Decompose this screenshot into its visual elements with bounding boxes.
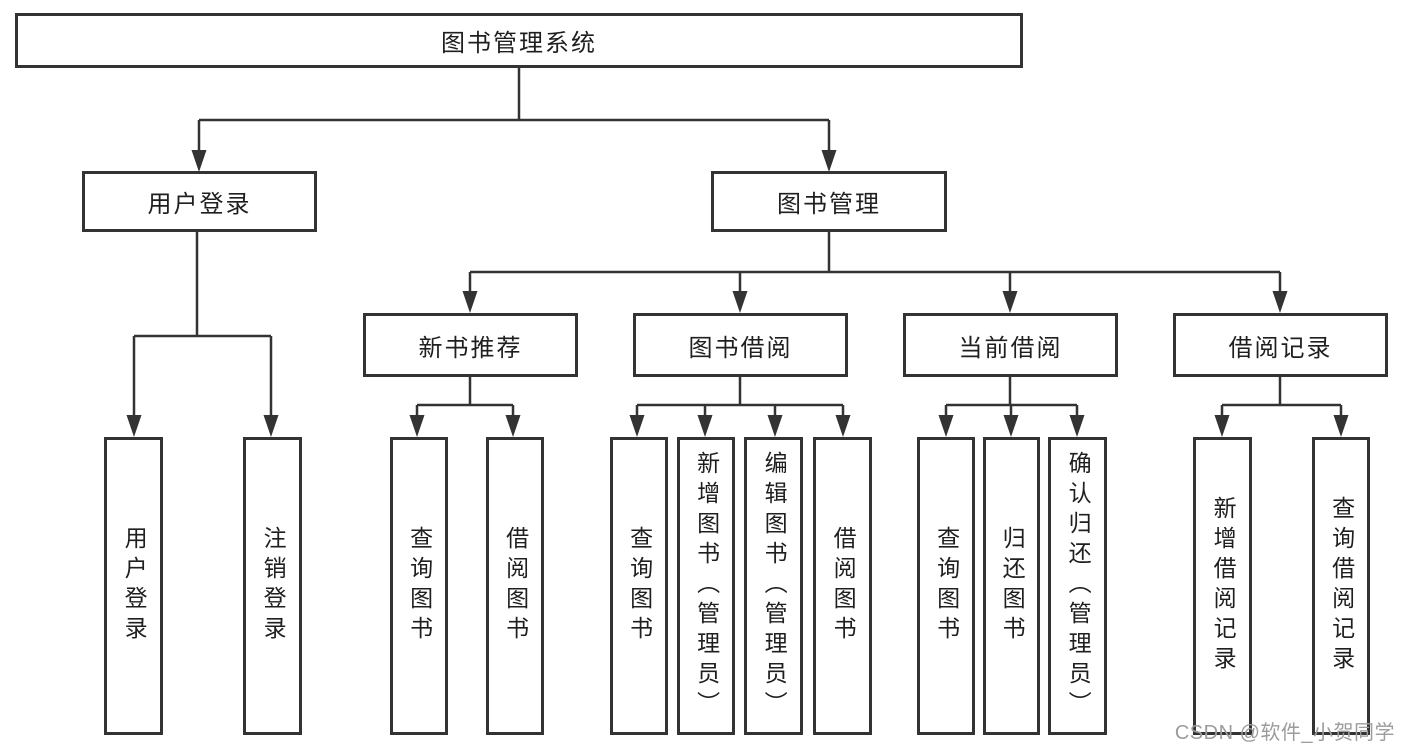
node-borrowing-records: 借阅记录 [1173,313,1388,377]
leaf-confirm-return-admin: 确认归还（管理员） [1048,437,1107,735]
leaf-add-borrow-record: 新增借阅记录 [1193,437,1252,735]
leaf-label: 新增借阅记录 [1210,496,1237,676]
leaf-query-books: 查询图书 [390,437,448,735]
leaf-label: 查询图书 [933,526,960,646]
arrowheads [126,150,1349,437]
leaf-label: 查询借阅记录 [1328,496,1355,676]
leaf-query-books: 查询图书 [610,437,668,735]
node-new-book-recommendation: 新书推荐 [363,313,578,377]
node-label: 借阅记录 [1228,334,1333,362]
leaf-label: 查询图书 [626,526,653,646]
leaf-query-books: 查询图书 [917,437,975,735]
node-label: 新书推荐 [418,334,523,362]
csdn-watermark: CSDN @软件_小贺同学 [1174,722,1395,744]
leaf-add-books-admin: 新增图书（管理员） [677,437,735,735]
leaf-edit-books-admin: 编辑图书（管理员） [744,437,803,735]
node-current-borrowing: 当前借阅 [903,313,1118,377]
node-label: 图书管理 [777,191,881,218]
node-label: 图书管理系统 [441,30,597,57]
leaf-return-books: 归还图书 [983,437,1040,735]
leaf-label: 注销登录 [260,526,287,646]
node-user-login: 用户登录 [82,171,317,232]
leaf-label: 新增图书（管理员） [693,451,720,721]
leaf-label: 借阅图书 [830,526,857,646]
leaf-label: 编辑图书（管理员） [761,451,788,721]
leaf-borrow-books: 借阅图书 [813,437,872,735]
leaf-label: 借阅图书 [502,526,529,646]
leaf-label: 查询图书 [406,526,433,646]
leaf-user-login: 用户登录 [104,437,163,735]
leaf-label: 确认归还（管理员） [1065,451,1092,721]
leaf-label: 归还图书 [999,526,1026,646]
leaf-query-borrow-record: 查询借阅记录 [1312,437,1370,735]
node-book-borrowing: 图书借阅 [633,313,848,377]
leaf-borrow-books: 借阅图书 [486,437,544,735]
node-library-management-system: 图书管理系统 [15,13,1023,68]
node-label: 用户登录 [147,191,252,218]
node-label: 图书借阅 [688,334,793,362]
leaf-logout: 注销登录 [243,437,302,735]
node-label: 当前借阅 [958,334,1063,362]
leaf-label: 用户登录 [121,526,148,646]
node-book-management: 图书管理 [711,171,947,232]
